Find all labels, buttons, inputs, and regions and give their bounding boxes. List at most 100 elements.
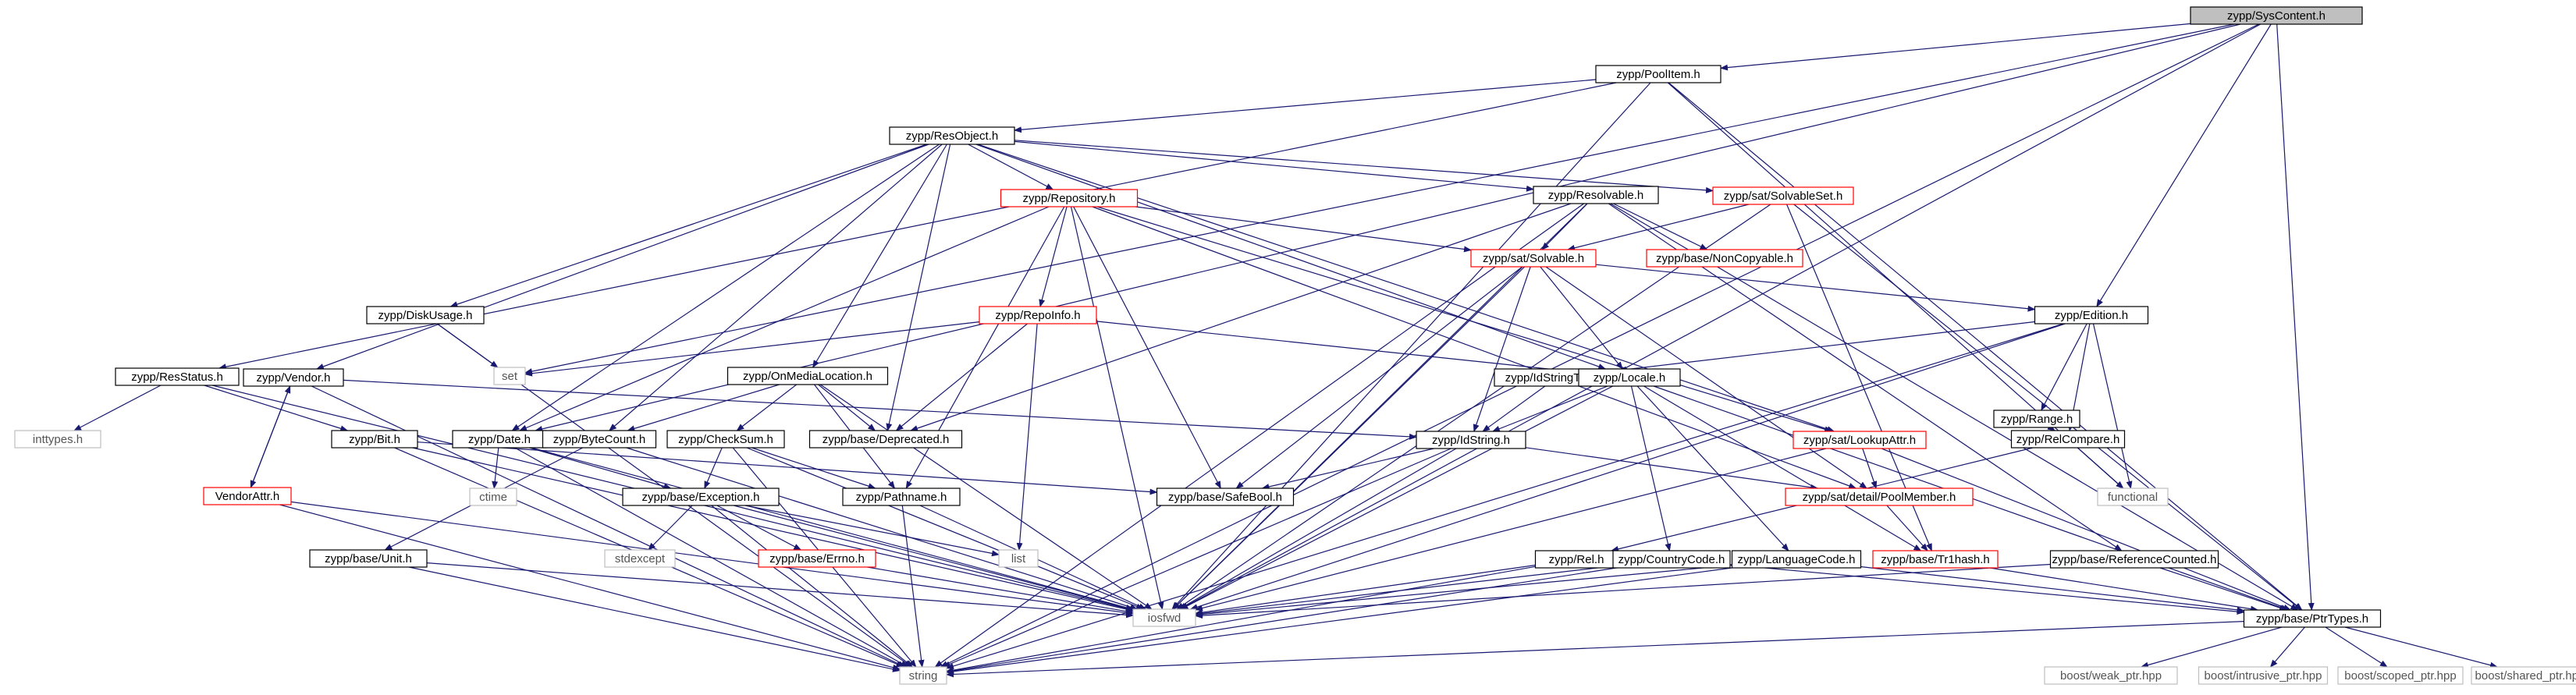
node-box: [1000, 189, 1139, 207]
node-repository[interactable]: zypp/Repository.h: [1000, 189, 1139, 207]
edge-onmedialocation-to-deprecated: [818, 384, 876, 431]
node-solvableset[interactable]: zypp/sat/SolvableSet.h: [1712, 186, 1854, 205]
node-resobject[interactable]: zypp/ResObject.h: [889, 126, 1015, 145]
node-box: [331, 430, 418, 449]
node-repoinfo[interactable]: zypp/RepoInfo.h: [979, 306, 1097, 324]
node-label: zypp/OnMediaLocation.h: [743, 370, 872, 383]
node-vendor[interactable]: zypp/Vendor.h: [243, 368, 344, 387]
edge-exception-to-errno: [716, 505, 802, 551]
node-resstatus[interactable]: zypp/ResStatus.h: [115, 367, 240, 386]
node-checksum[interactable]: zypp/CheckSum.h: [666, 430, 785, 449]
node-date[interactable]: zypp/Date.h: [452, 430, 547, 449]
node-label: zypp/ResStatus.h: [131, 371, 223, 384]
node-box: [1712, 186, 1854, 205]
edge-resobject-to-locale: [975, 144, 1607, 370]
node-label: zypp/RelCompare.h: [2016, 433, 2120, 446]
node-label: zypp/sat/Solvable.h: [1483, 252, 1584, 265]
node-syscontent[interactable]: zypp/SysContent.h: [2190, 6, 2363, 25]
edge-resobject-to-onmedialocation: [812, 144, 947, 368]
node-box: [1872, 550, 1999, 569]
edge-syscontent-to-edition: [2096, 23, 2272, 307]
node-rel[interactable]: zypp/Rel.h: [1534, 550, 1618, 569]
node-label: functional: [2108, 491, 2158, 504]
node-bytecount[interactable]: zypp/ByteCount.h: [542, 430, 657, 449]
edge-range-to-relcompare: [2047, 424, 2055, 431]
edge-solvable-to-idstring: [1473, 266, 1531, 432]
node-pathname[interactable]: zypp/Pathname.h: [842, 488, 961, 506]
node-box: [1731, 550, 1862, 569]
node-poolmember[interactable]: zypp/sat/detail/PoolMember.h: [1785, 488, 1974, 506]
node-label: zypp/sat/SolvableSet.h: [1724, 190, 1843, 203]
edge-resolvable-to-string: [934, 203, 1584, 668]
node-set: set: [493, 367, 526, 385]
node-poolitem[interactable]: zypp/PoolItem.h: [1595, 65, 1721, 83]
edge-poolitem-to-resstatus: [218, 82, 1617, 371]
node-label: boost/weak_ptr.hpp: [2060, 669, 2162, 683]
edge-exception-to-string: [711, 505, 914, 668]
node-label: zypp/sat/detail/PoolMember.h: [1803, 491, 1956, 504]
node-label: zypp/SysContent.h: [2227, 9, 2326, 23]
node-label: list: [1011, 552, 1026, 566]
node-label: zypp/ByteCount.h: [553, 433, 645, 446]
node-errno[interactable]: zypp/base/Errno.h: [758, 549, 876, 568]
node-unit[interactable]: zypp/base/Unit.h: [309, 549, 428, 568]
edge-idstring-to-poolmember: [1525, 447, 1819, 491]
node-box: [1470, 249, 1597, 268]
node-lookupattr[interactable]: zypp/sat/LookupAttr.h: [1793, 431, 1927, 449]
node-box: [1595, 65, 1721, 83]
node-exception[interactable]: zypp/base/Exception.h: [622, 488, 780, 506]
node-box: [1578, 368, 1681, 387]
node-box: [1646, 249, 1803, 268]
node-locale[interactable]: zypp/Locale.h: [1578, 368, 1681, 387]
node-vendorattr[interactable]: VendorAttr.h: [203, 487, 292, 505]
edge-idstring-to-safebool: [1261, 448, 1434, 490]
node-refcounted[interactable]: zypp/base/ReferenceCounted.h: [2049, 550, 2219, 569]
node-countrycode[interactable]: zypp/CountryCode.h: [1612, 550, 1731, 569]
edge-bytecount-to-iosfwd: [626, 447, 1139, 611]
edge-resobject-to-repository: [968, 144, 1054, 190]
edge-solvable-to-iosfwd: [1172, 266, 1526, 610]
edge-ptrtypes-to-sharedptr: [2344, 626, 2498, 668]
node-onmedialocation[interactable]: zypp/OnMediaLocation.h: [727, 367, 889, 385]
node-ptrtypes[interactable]: zypp/base/PtrTypes.h: [2243, 609, 2382, 628]
edge-edition-to-iosfwd: [1189, 323, 2066, 611]
node-resolvable[interactable]: zypp/Resolvable.h: [1533, 186, 1659, 204]
node-label: zypp/Bit.h: [349, 433, 400, 446]
node-box: [2190, 6, 2363, 25]
edge-date-to-iosfwd: [531, 447, 1134, 611]
edge-ptrtypes-to-weakptr: [2140, 626, 2283, 668]
node-languagecode[interactable]: zypp/LanguageCode.h: [1731, 550, 1862, 569]
node-sharedptr: boost/shared_ptr.hpp: [2471, 666, 2576, 685]
node-box: [1132, 608, 1196, 627]
edge-resstatus-to-inttypes: [73, 385, 162, 431]
node-noncopyable[interactable]: zypp/base/NonCopyable.h: [1646, 249, 1803, 268]
node-solvable[interactable]: zypp/sat/Solvable.h: [1470, 249, 1597, 268]
node-box: [758, 549, 876, 568]
edge-idstring-to-iosfwd: [1178, 448, 1457, 610]
node-box: [622, 488, 780, 506]
edge-resobject-to-vendor: [315, 144, 929, 370]
edge-bit-to-safebool: [417, 441, 1158, 495]
node-label: zypp/Vendor.h: [256, 371, 330, 385]
node-box: [2010, 430, 2126, 449]
node-edition[interactable]: zypp/Edition.h: [2034, 306, 2149, 324]
edge-date-to-ctime: [492, 447, 499, 489]
node-box: [1416, 431, 1526, 449]
edge-refcounted-to-ptrtypes: [2159, 567, 2287, 611]
node-bit[interactable]: zypp/Bit.h: [331, 430, 418, 449]
node-deprecated[interactable]: zypp/base/Deprecated.h: [808, 430, 963, 449]
edge-unit-to-string: [408, 566, 901, 672]
edge-errno-to-iosfwd: [867, 566, 1134, 615]
node-intrusiveptr: boost/intrusive_ptr.hpp: [2198, 666, 2329, 685]
edge-idstringtype-to-idstring: [1482, 385, 1546, 432]
node-relcompare[interactable]: zypp/RelCompare.h: [2010, 430, 2126, 449]
node-box: [309, 549, 428, 568]
node-range[interactable]: zypp/Range.h: [1993, 410, 2080, 428]
node-idstring[interactable]: zypp/IdString.h: [1416, 431, 1526, 449]
node-trhash[interactable]: zypp/base/Tr1hash.h: [1872, 550, 1999, 569]
edge-resobject-to-diskusage: [449, 144, 927, 307]
node-diskusage[interactable]: zypp/DiskUsage.h: [366, 306, 485, 324]
node-box: [2337, 666, 2464, 685]
node-label: zypp/LanguageCode.h: [1738, 553, 1856, 566]
node-safebool[interactable]: zypp/base/SafeBool.h: [1156, 488, 1295, 506]
